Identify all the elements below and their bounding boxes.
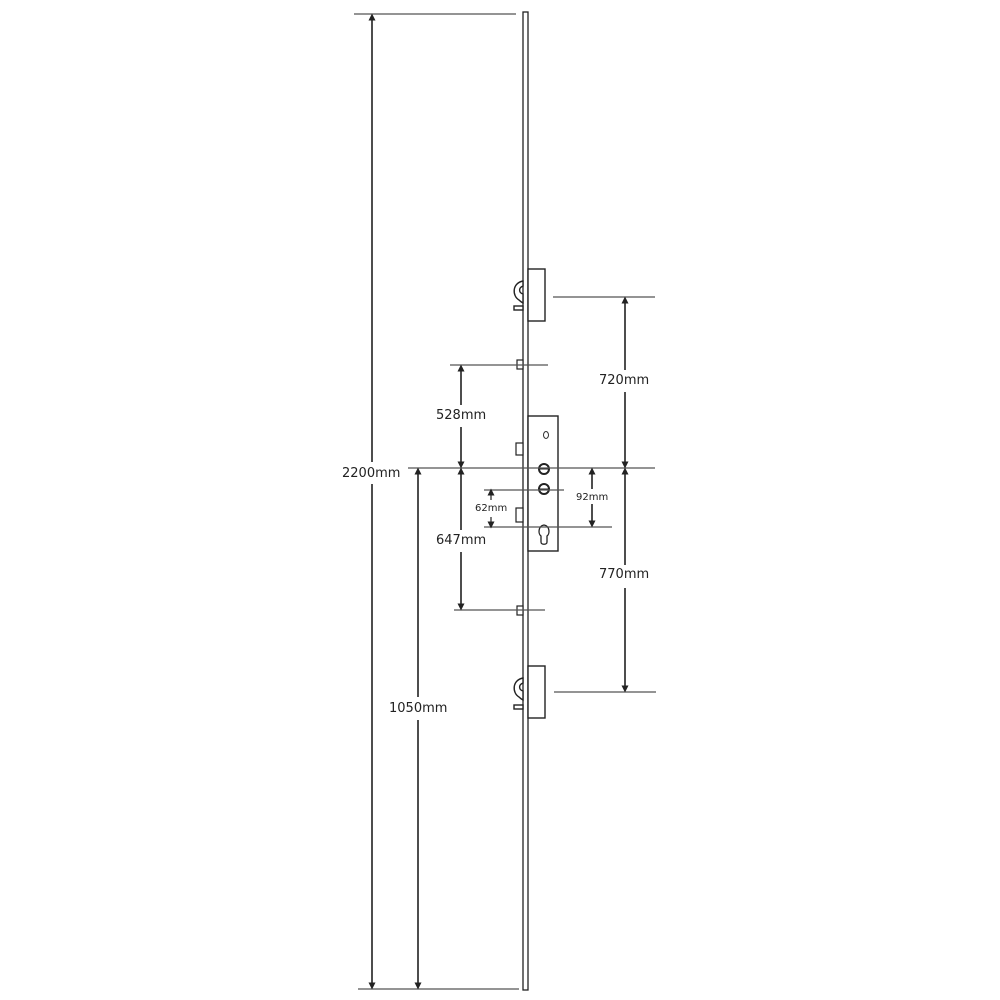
latch-cam-lower (515, 507, 524, 523)
dimension-arrows (368, 13, 629, 990)
cylinder-keyhole-icon (538, 524, 550, 545)
centre-to-bottom-hook-label: 770mm (599, 567, 650, 583)
faceplate (522, 11, 529, 991)
spindle-hole-lower-icon (538, 483, 550, 495)
top-hook-bolt (513, 268, 546, 322)
handle-to-cylinder-label: 62mm (475, 503, 508, 515)
gearbox (527, 415, 559, 552)
screw-hole-icon (543, 431, 549, 439)
centre-to-top-hook-label: 720mm (599, 373, 650, 389)
latch-cam-upper (515, 442, 524, 456)
reference-lines (354, 13, 656, 990)
bottom-hook-bolt (513, 665, 546, 719)
spindle-hole-upper-icon (538, 463, 550, 475)
centre-to-lower-roller-label: 647mm (436, 533, 487, 549)
overall-length-label: 2200mm (342, 466, 401, 482)
centre-to-upper-roller-label: 528mm (436, 408, 487, 424)
centre-to-cylinder-label: 92mm (576, 492, 609, 504)
floor-to-centre-label: 1050mm (389, 701, 448, 717)
